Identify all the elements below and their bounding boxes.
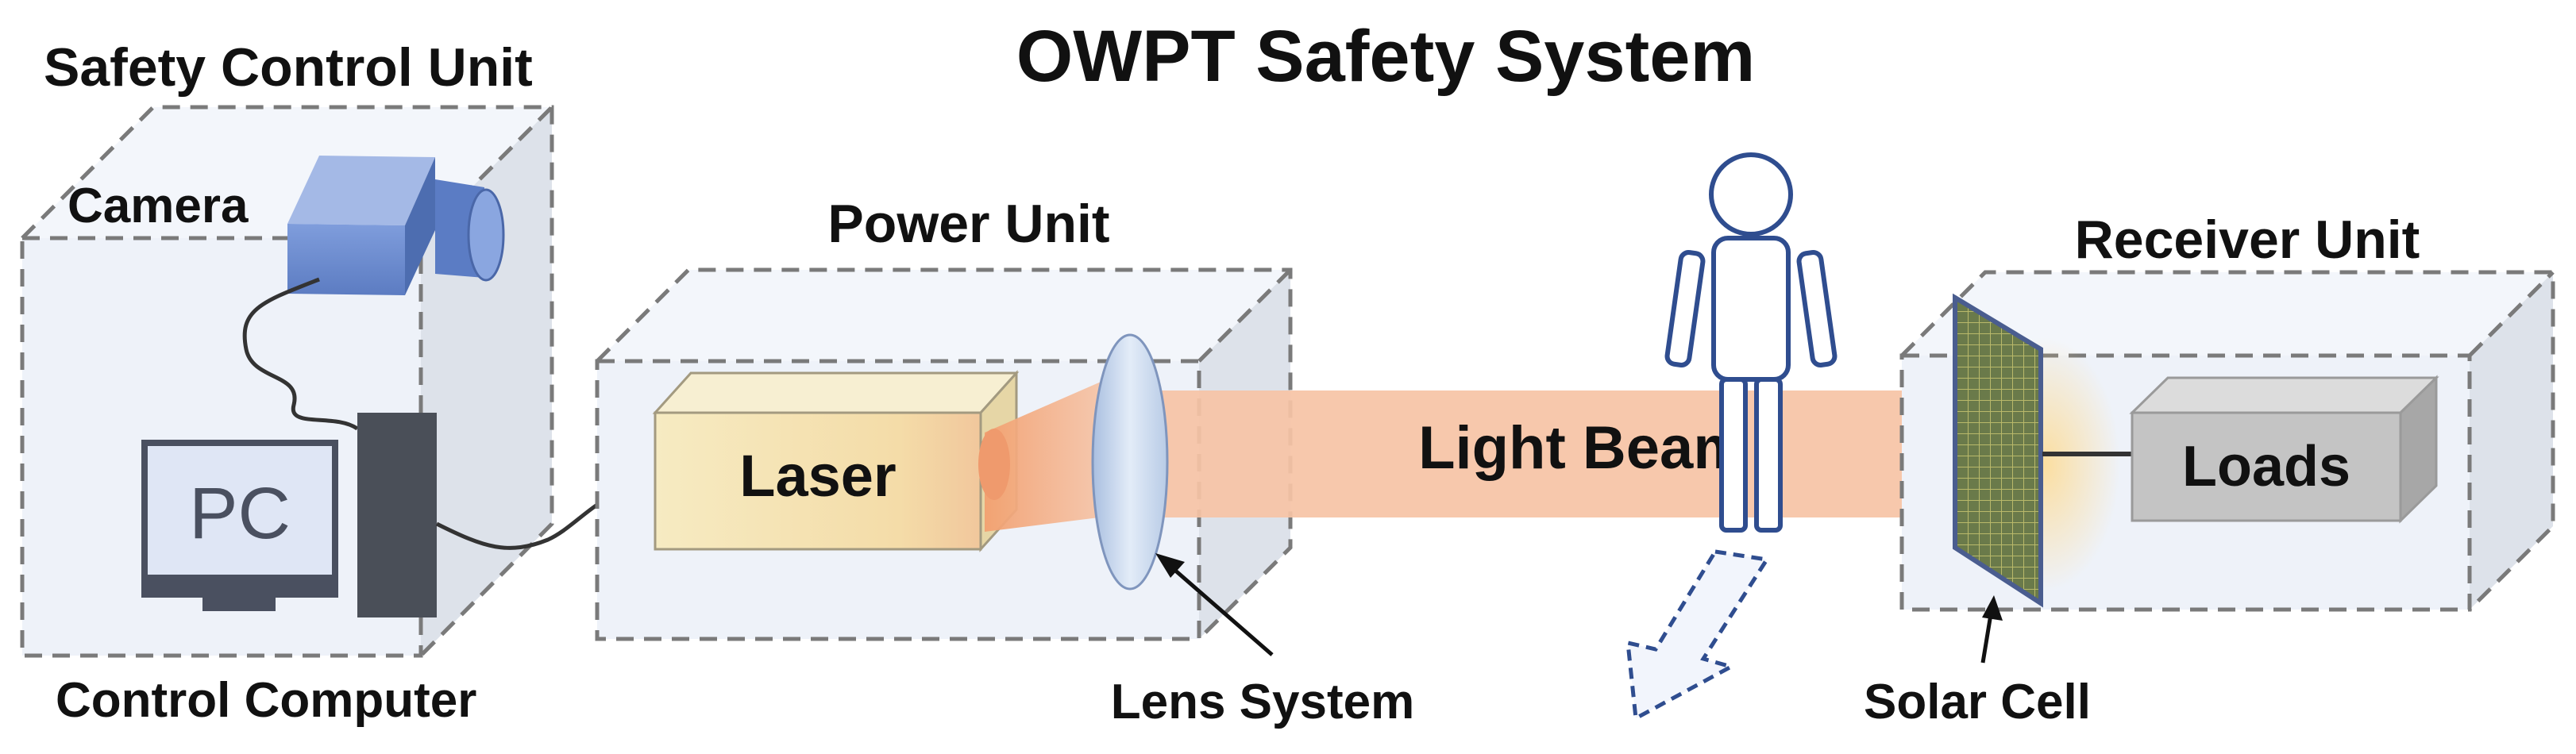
solar-cell-icon [1953, 293, 2120, 608]
diagram-title: OWPT Safety System [1016, 16, 1756, 97]
control-computer-label: Control Computer [56, 673, 476, 728]
camera-cable [242, 277, 359, 431]
laser-cone [985, 377, 1112, 532]
light-beam-label: Light Beam [1418, 414, 1747, 482]
pc-tower-icon [357, 413, 437, 617]
solar-cell-label: Solar Cell [1864, 675, 2091, 729]
safety-control-unit-label: Safety Control Unit [44, 37, 533, 98]
person-icon [1664, 152, 1838, 533]
light-beam [1143, 390, 2017, 517]
loads-label: Loads [2182, 435, 2350, 498]
lens-icon [1091, 333, 1169, 591]
camera-label: Camera [67, 179, 249, 233]
lens-system-label: Lens System [1111, 675, 1415, 729]
laser-label: Laser [739, 443, 896, 509]
laser-box: Laser [652, 370, 1020, 552]
movement-arrow-icon [1625, 549, 1771, 721]
receiver-unit-label: Receiver Unit [2075, 210, 2420, 270]
solar-cell-arrow-icon [1980, 595, 2003, 664]
loads-box: Loads [2129, 375, 2439, 524]
pc-label: PC [189, 473, 291, 554]
monitor-icon: PC [141, 440, 338, 611]
camera-icon [287, 156, 505, 295]
laser-aperture [978, 429, 1010, 500]
lens-arrow-icon [1155, 553, 1274, 656]
power-unit-label: Power Unit [827, 194, 1109, 254]
